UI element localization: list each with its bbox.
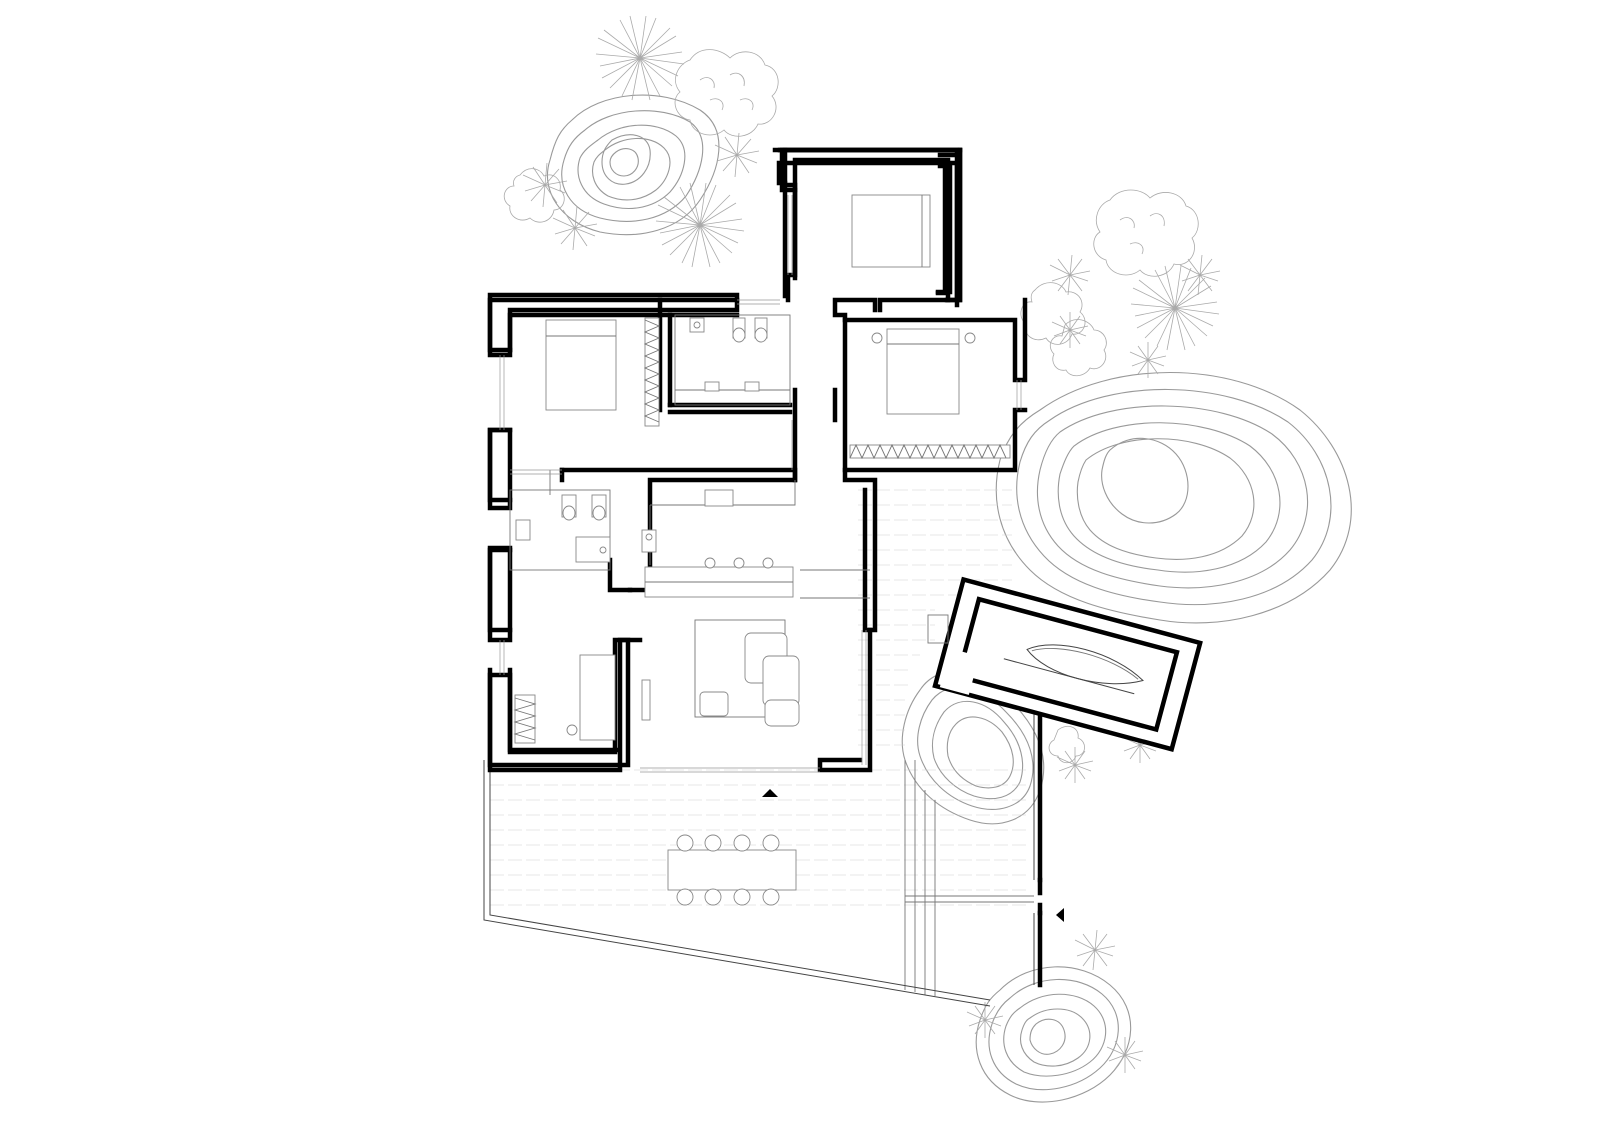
terrace-boundary-wall [483,760,991,1007]
glazing-east-living [861,630,867,765]
entrance-arrow-gate [1056,908,1064,922]
kitchen-counter [641,480,796,565]
windows [499,195,1022,675]
building-outline [487,147,963,768]
palm-trees-southeast [966,725,1159,1073]
sofa-icon [699,632,800,727]
bushy-tree-north [674,49,779,137]
contour-mound-southeast [975,966,1132,1103]
contour-mound-northwest [546,94,720,236]
kitchen-island [644,566,794,598]
bushy-tree-northwest [503,168,565,223]
bathroom-west [509,470,611,571]
dining-table-icon [667,849,797,891]
terrace-paving-path [904,760,936,996]
bed-northwest [545,319,617,411]
dining-chairs [676,834,780,906]
pool-steps [927,614,949,644]
palm-tree-northeast [1049,254,1221,378]
entrance-arrow-terrace [762,789,778,797]
bed-east [871,328,976,415]
wardrobe-southwest [513,694,537,744]
palm-tree-northwest [595,15,685,101]
kitchen-pass-through [800,569,870,599]
contour-mound-east [995,371,1352,624]
boat-icon [1003,644,1144,695]
bathroom-north [674,314,791,406]
wardrobe-northwest [643,317,661,427]
palm-tree-small-northwest [522,132,760,251]
pool-structure [932,576,1203,752]
terrace-paving-east [858,489,1012,746]
glazing-south [640,767,820,773]
wardrobe-east [849,443,1011,460]
bar-stools [704,557,774,569]
bushy-tree-northeast [1093,189,1199,277]
palm-tree-north [655,182,745,268]
bushy-tree-east [1020,282,1107,377]
gate-opening[interactable] [905,895,1034,903]
bed-southwest [566,654,616,741]
living-cabinet [641,679,651,721]
bed-north [851,194,931,268]
